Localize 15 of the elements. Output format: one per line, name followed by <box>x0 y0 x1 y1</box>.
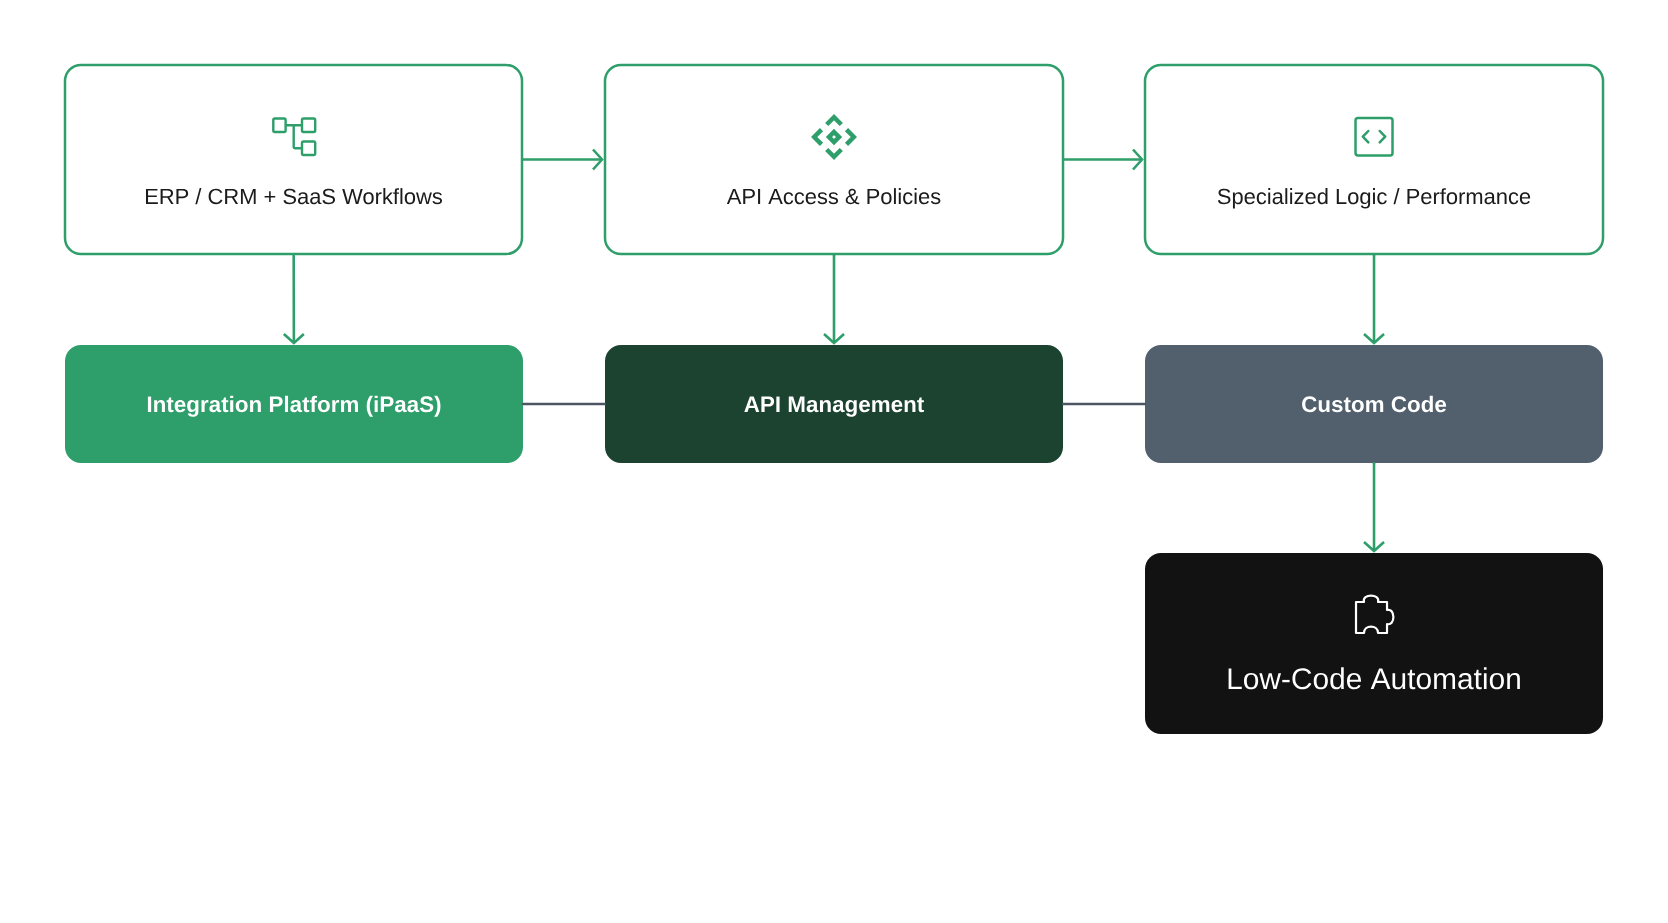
arrow <box>1363 461 1385 553</box>
arrow <box>1062 148 1144 171</box>
arrow <box>283 253 305 345</box>
connector-line <box>1061 402 1147 406</box>
process-box: Specialized Logic / Performance <box>1143 63 1605 256</box>
connector-line <box>521 402 607 406</box>
arrow <box>823 253 845 345</box>
process-box: Low-Code Automation <box>1145 553 1603 734</box>
arrow <box>521 148 604 171</box>
process-box: Custom Code <box>1145 345 1603 463</box>
process-box: API Management <box>605 345 1063 463</box>
arrow <box>1363 253 1385 345</box>
process-box: API Access & Policies <box>603 63 1065 256</box>
process-box: Integration Platform (iPaaS) <box>65 345 523 463</box>
process-box: ERP / CRM + SaaS Workflows <box>63 63 524 256</box>
